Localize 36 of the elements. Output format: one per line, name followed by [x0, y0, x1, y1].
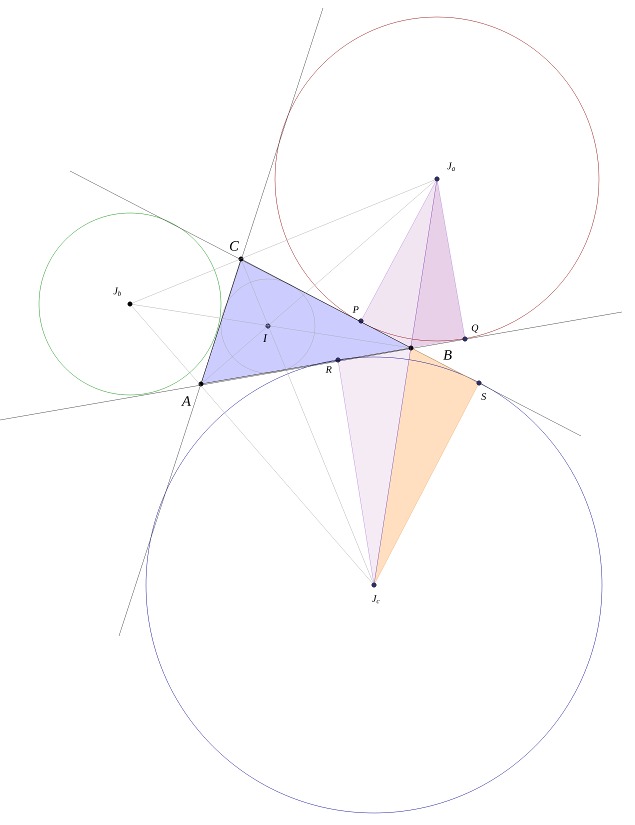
point — [462, 336, 468, 342]
point-label: B — [443, 350, 452, 360]
point-label: A — [181, 396, 191, 406]
point-label: Q — [472, 324, 478, 333]
segment — [202, 180, 436, 383]
segment — [132, 304, 409, 348]
segment — [437, 181, 465, 337]
point-label: I — [262, 334, 268, 342]
segment — [203, 348, 409, 384]
point — [336, 358, 340, 362]
point-label: S — [481, 393, 486, 400]
point — [408, 346, 414, 350]
segment — [131, 306, 373, 584]
point-label: J$_{b}$ — [114, 288, 122, 296]
segment — [374, 181, 437, 583]
segment — [132, 180, 435, 304]
point-label: C — [230, 241, 239, 251]
segment — [338, 362, 374, 583]
point-label: P — [352, 306, 359, 313]
point — [434, 176, 440, 182]
point — [358, 318, 364, 324]
segment — [413, 348, 478, 382]
point-label: J$_{a}$ — [447, 162, 455, 171]
point — [198, 382, 204, 386]
segment — [242, 260, 410, 348]
segment — [242, 261, 374, 583]
point — [266, 324, 270, 328]
point — [372, 582, 376, 588]
point — [128, 302, 132, 306]
point — [238, 256, 244, 262]
point-label: R — [326, 366, 332, 373]
point — [476, 380, 482, 386]
segment — [362, 180, 436, 320]
segment — [202, 261, 240, 382]
segment — [374, 384, 478, 583]
point-label: J$_{c}$ — [372, 595, 380, 604]
